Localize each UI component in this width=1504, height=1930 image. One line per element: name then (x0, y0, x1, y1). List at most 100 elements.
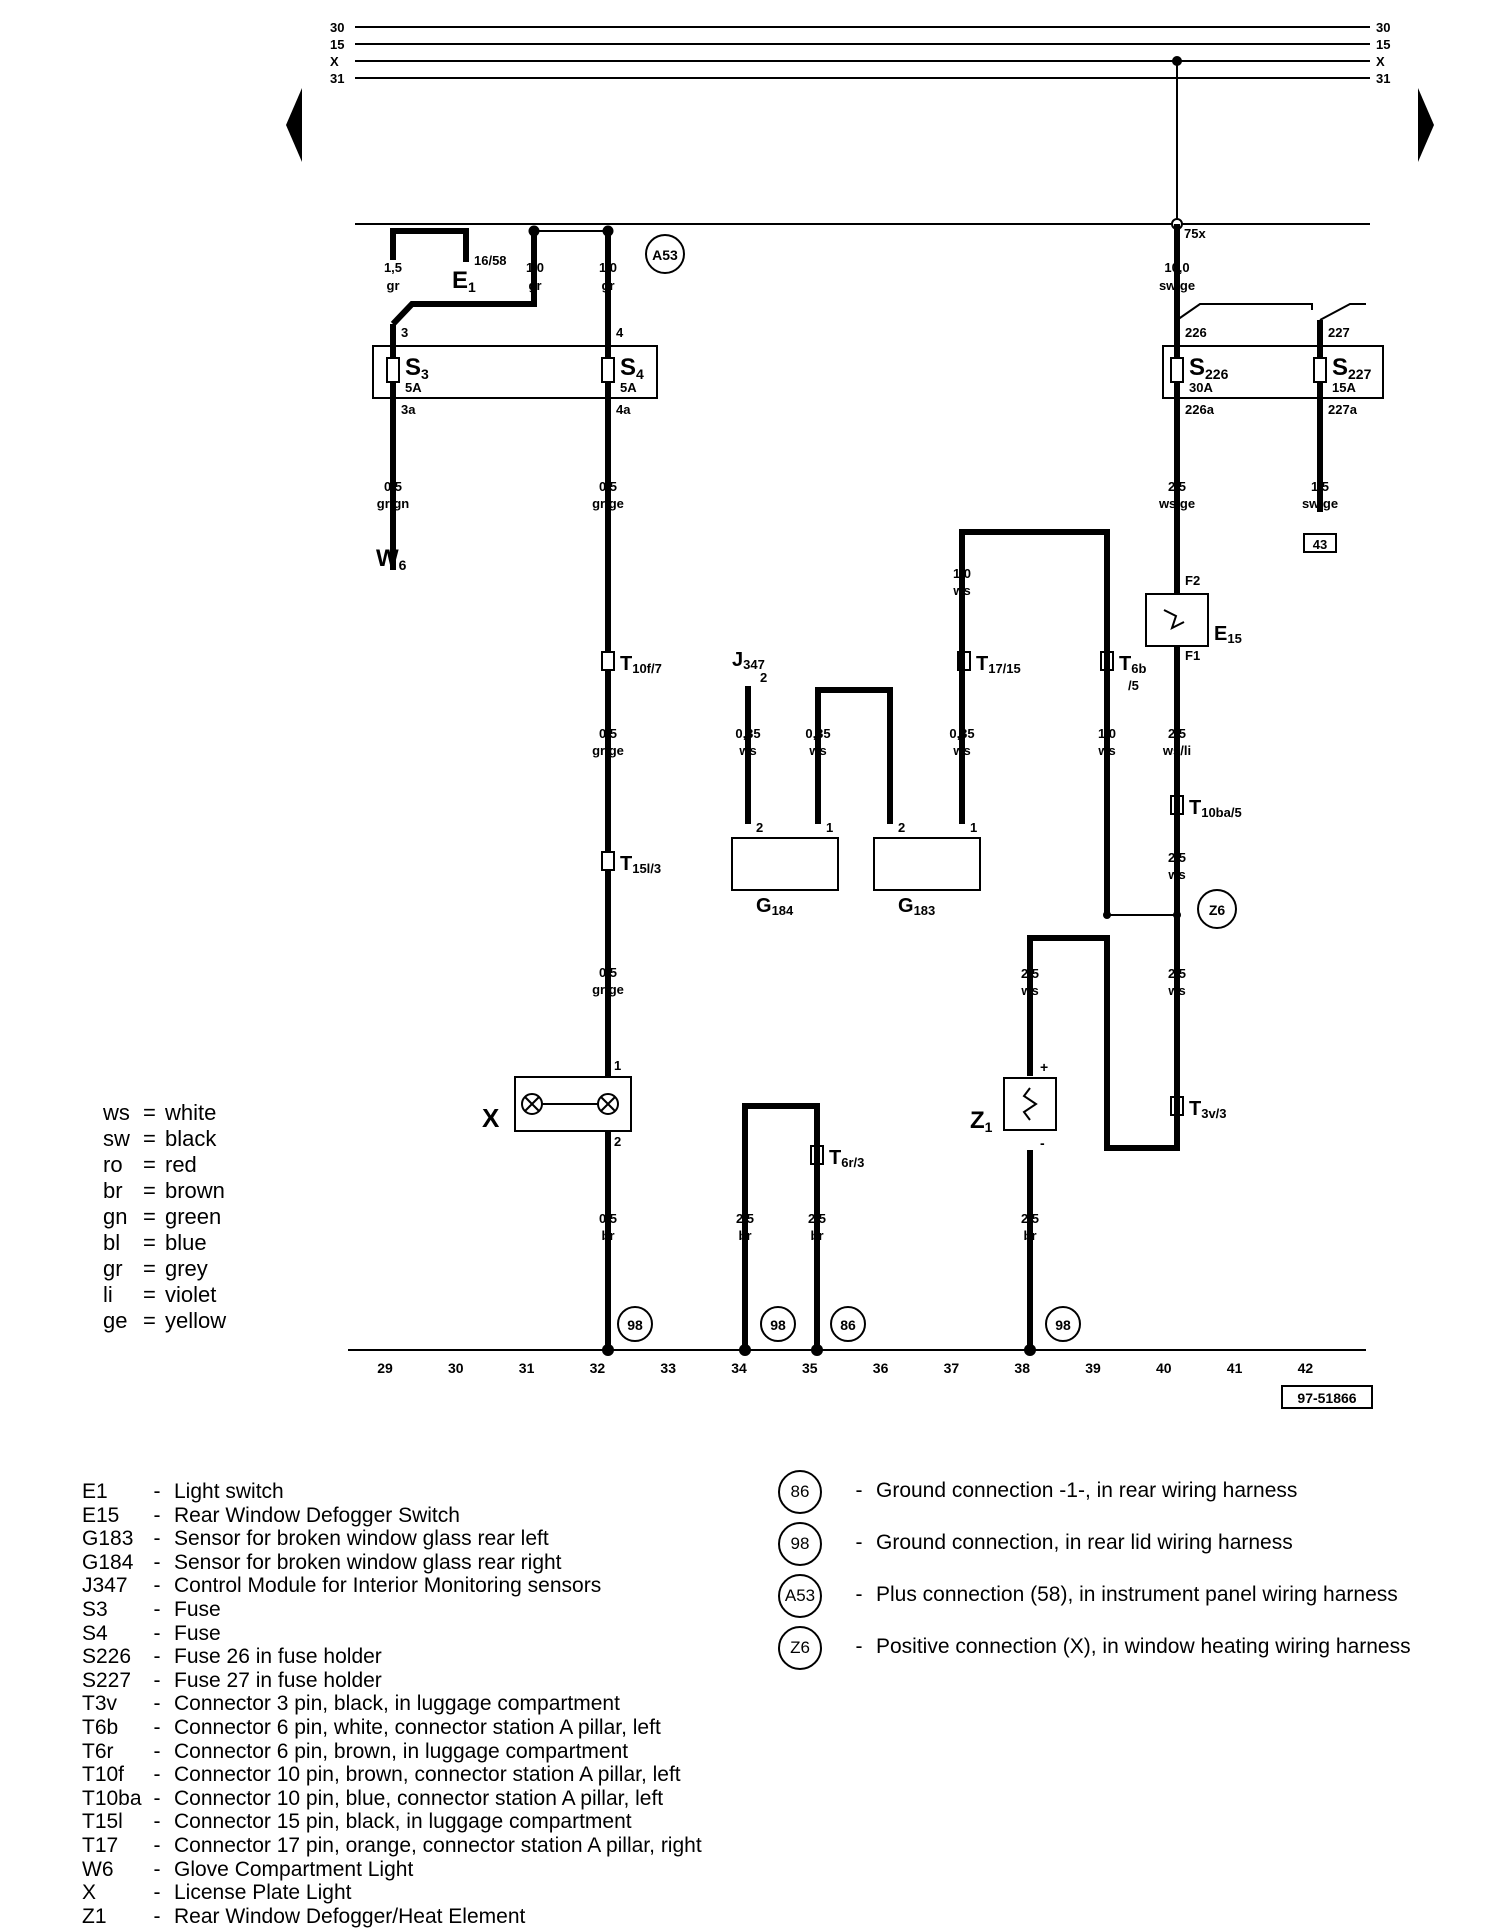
legend-row: S226-Fuse 26 in fuse holder (82, 1645, 382, 1669)
ground-98-a[interactable]: 98 (617, 1306, 653, 1342)
color-key-row: bl=blue (103, 1230, 207, 1256)
junction-dot (1103, 911, 1111, 919)
color-code: ws (103, 1100, 130, 1125)
legend-code: T10f (82, 1763, 125, 1787)
wire-color: ws (1167, 867, 1185, 882)
legend-dash: - (153, 1904, 161, 1928)
fuse-box-left (372, 345, 658, 399)
color-name: grey (165, 1256, 208, 1281)
ref-box-43[interactable] (1303, 533, 1337, 553)
figure-id: 97-51866 (1297, 1390, 1356, 1406)
right-wires (1027, 560, 1180, 1350)
t6r-label: T6r/3 (829, 1147, 864, 1170)
legend-ground-row: -Positive connection (X), in window heat… (842, 1635, 1411, 1659)
wire-size: 1,0 (1098, 726, 1116, 741)
legend-code: T17 (82, 1834, 119, 1857)
e15-label: E15 (1214, 623, 1242, 646)
legend-row: T6b-Connector 6 pin, white, connector st… (82, 1716, 661, 1740)
color-key-row: gr=grey (103, 1256, 208, 1282)
e15-f2: F2 (1185, 573, 1200, 588)
heat-element-z1 (1003, 1077, 1057, 1131)
s226-lever (1176, 303, 1313, 321)
legend-code: T15l (82, 1810, 123, 1834)
bus-label: 31 (330, 71, 344, 86)
legend-desc: Glove Compartment Light (174, 1857, 414, 1881)
ground-86[interactable]: 86 (830, 1306, 866, 1342)
wire-size: 1,0 (526, 260, 544, 275)
svg-text:4: 4 (616, 325, 624, 340)
legend-dash: - (153, 1857, 161, 1881)
wire-size: 1,5 (1311, 479, 1329, 494)
wire-color: gr (529, 278, 542, 293)
wire-labels-mid: 0,5 gr/gn 0,5 gr/ge 2,5 ws/ge 1,5 sw/ge (377, 479, 1338, 511)
svg-text:86: 86 (840, 1317, 856, 1333)
wire-size: 2,5 (1168, 850, 1186, 865)
page-right-arrow-icon[interactable] (1418, 88, 1434, 162)
legend-row: T6r-Connector 6 pin, brown, in luggage c… (82, 1740, 628, 1764)
legend-code: S227 (82, 1668, 132, 1692)
ground-z6[interactable]: Z6 (1197, 889, 1237, 929)
wire-color: ws (738, 743, 756, 758)
ruler-number: 30 (448, 1360, 464, 1376)
page-left-arrow-icon[interactable] (286, 88, 302, 162)
color-key-row: sw=black (103, 1126, 216, 1152)
ruler-number: 32 (590, 1360, 606, 1376)
legend-dash: - (153, 1527, 161, 1551)
color-name: green (165, 1204, 222, 1229)
t6b-pin: /5 (1128, 678, 1139, 693)
legend-desc: Connector 17 pin, orange, connector stat… (174, 1834, 702, 1857)
fuse-pins: 3 3a 4 4a 226 226a 227 227a (401, 325, 1358, 417)
equals-sign: = (143, 1100, 156, 1125)
sensor-wires (745, 529, 1110, 915)
legend-code: G183 (82, 1527, 134, 1551)
wire-color: br (739, 1228, 752, 1243)
svg-text:3: 3 (401, 325, 408, 340)
license-plate-light-x (514, 1076, 632, 1132)
node-75x-label: 75x (1184, 226, 1206, 241)
fuse-s3-label: S3 (405, 354, 429, 382)
legend-row: E15-Rear Window Defogger Switch (82, 1504, 460, 1528)
e1-terminal: 16/58 (474, 253, 507, 268)
legend-code: S3 (82, 1598, 108, 1621)
sensor-pins: 2 1 2 1 (756, 820, 977, 835)
j347-label: J347 (732, 649, 765, 672)
wire-size: 0,5 (599, 479, 617, 494)
ref-box-43-label: 43 (1313, 537, 1327, 552)
legend-ground-row: -Plus connection (58), in instrument pan… (842, 1583, 1398, 1607)
legend-desc: Fuse 26 in fuse holder (174, 1645, 382, 1669)
wire-labels-top: 1,5 gr 1,0 gr 1,0 gr 10,0 sw/ge (384, 260, 1195, 293)
ground-loop-wire (742, 1103, 820, 1350)
fuse-s226-label: S226 (1189, 354, 1229, 382)
ground-98-b[interactable]: 98 (760, 1306, 796, 1342)
wire-size: 0,5 (599, 726, 617, 741)
legend-desc: Connector 6 pin, white, connector statio… (174, 1716, 661, 1739)
light-switch-e1 (390, 225, 614, 327)
svg-text:2: 2 (756, 820, 763, 835)
g184-label: G184 (756, 895, 794, 918)
color-name: black (165, 1126, 217, 1151)
fuse-symbols (386, 357, 1327, 383)
ruler-number: 41 (1227, 1360, 1243, 1376)
wire-labels-right: 2,5 ws/li 2,5 ws 2,5 ws 2,5 ws 2,5 br (1020, 726, 1191, 1243)
figure-id-box (1281, 1385, 1373, 1409)
legend-code: W6 (82, 1857, 114, 1881)
svg-text:4a: 4a (616, 402, 631, 417)
legend-dash: - (153, 1598, 161, 1621)
w6-label: W6 (376, 545, 407, 573)
ruler-number: 31 (519, 1360, 535, 1376)
ground-98-c[interactable]: 98 (1045, 1306, 1081, 1342)
j347-pin: 2 (760, 670, 767, 685)
wire-color: gr/ge (592, 982, 624, 997)
equals-sign: = (143, 1230, 156, 1255)
wire-color: ws/li (1162, 743, 1191, 758)
fuse-s227-label: S227 (1332, 354, 1372, 382)
color-key-row: br=brown (103, 1178, 225, 1204)
legend-ground-symbol: 98 (778, 1522, 822, 1566)
equals-sign: = (143, 1178, 156, 1203)
wire-color: gr/ge (592, 743, 624, 758)
legend-desc: Fuse 27 in fuse holder (174, 1668, 382, 1692)
legend-dash: - (153, 1645, 161, 1669)
ground-a53[interactable]: A53 (645, 234, 685, 274)
legend-row: G184-Sensor for broken window glass rear… (82, 1551, 562, 1575)
